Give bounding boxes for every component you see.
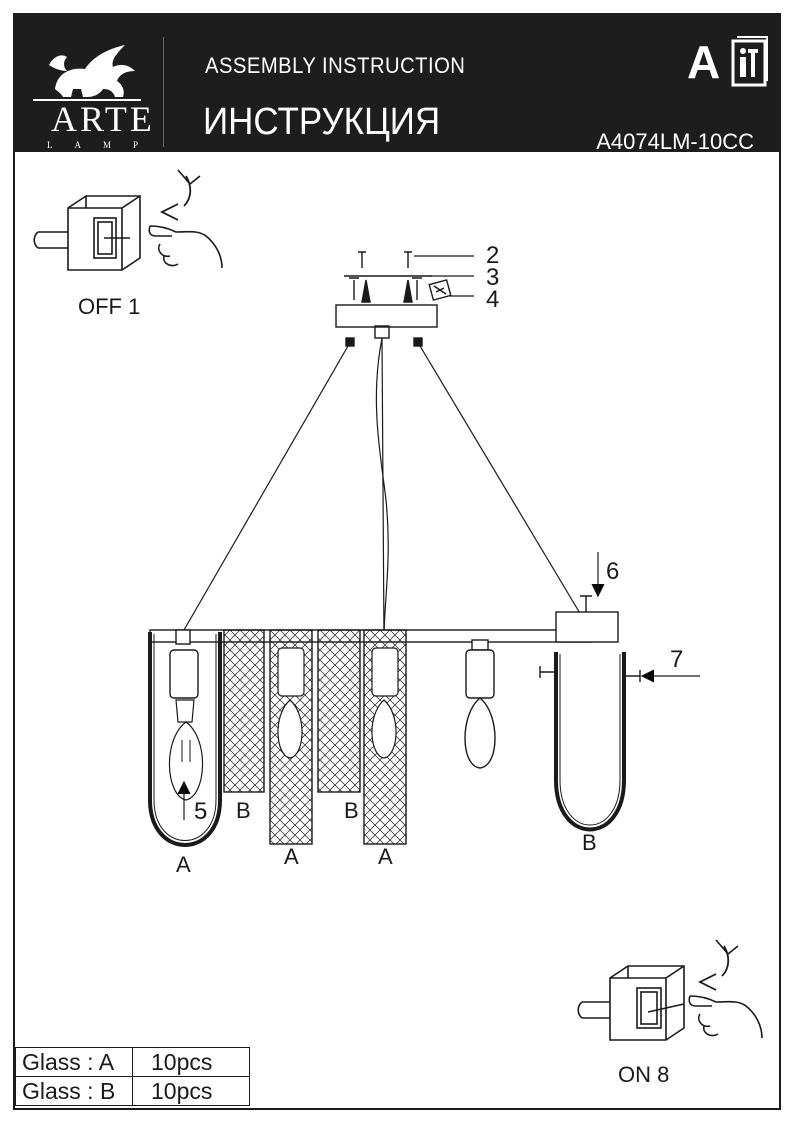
glass-quantity-table: Glass : A 10pcs Glass : B 10pcs — [15, 1047, 250, 1106]
callout-2: 2 — [486, 242, 500, 269]
glass-u-right — [539, 595, 641, 832]
switch-off-icon — [33, 169, 223, 271]
glass-u-left — [148, 629, 222, 847]
table-row: Glass : A 10pcs — [15, 1047, 250, 1077]
glass-type-cell: Glass : A — [15, 1047, 133, 1077]
brand-subtitle: LAMP — [47, 140, 161, 150]
glass-b-2 — [317, 629, 361, 793]
glass-label-b2: B — [344, 798, 359, 823]
callout-6: 6 — [606, 558, 620, 585]
step-on-label: ON 8 — [618, 1062, 670, 1087]
glass-label-a2: A — [284, 844, 299, 869]
title-russian: ИНСТРУКЦИЯ — [203, 101, 441, 143]
glass-label-a3: A — [378, 844, 393, 869]
glass-type-cell: Glass : B — [15, 1076, 133, 1106]
manual-book-icon — [731, 36, 768, 87]
griffin-logo-icon — [33, 45, 141, 101]
glass-qty-cell: 10pcs — [132, 1076, 250, 1106]
table-row: Glass : B 10pcs — [15, 1076, 250, 1106]
glass-b-1 — [223, 629, 265, 793]
callout-7: 7 — [670, 646, 684, 673]
lamp-holder-bare — [464, 639, 496, 769]
callout-4: 4 — [486, 286, 500, 313]
callout-5: 5 — [194, 798, 208, 825]
header-bar: ARTE LAMP ASSEMBLY INSTRUCTION ИНСТРУКЦИ… — [13, 13, 781, 154]
callout-leaders — [177, 255, 700, 820]
glass-a-2 — [269, 629, 313, 845]
header-divider — [163, 37, 164, 147]
glass-label-b1: B — [236, 798, 251, 823]
glass-label-left-a: A — [176, 852, 191, 877]
switch-on-icon — [577, 939, 763, 1041]
brand-name: ARTE — [51, 99, 155, 139]
step-off-label: OFF 1 — [78, 294, 141, 319]
category-letter: A — [687, 36, 721, 88]
ceiling-canopy — [335, 251, 452, 347]
suspension-cables — [183, 337, 591, 641]
glass-label-right-b: B — [582, 830, 597, 855]
title-english: ASSEMBLY INSTRUCTION — [205, 53, 466, 78]
model-code: A4074LM-10CC — [596, 129, 754, 154]
glass-a-3 — [363, 629, 407, 845]
callout-3: 3 — [486, 264, 500, 291]
glass-qty-cell: 10pcs — [132, 1047, 250, 1077]
